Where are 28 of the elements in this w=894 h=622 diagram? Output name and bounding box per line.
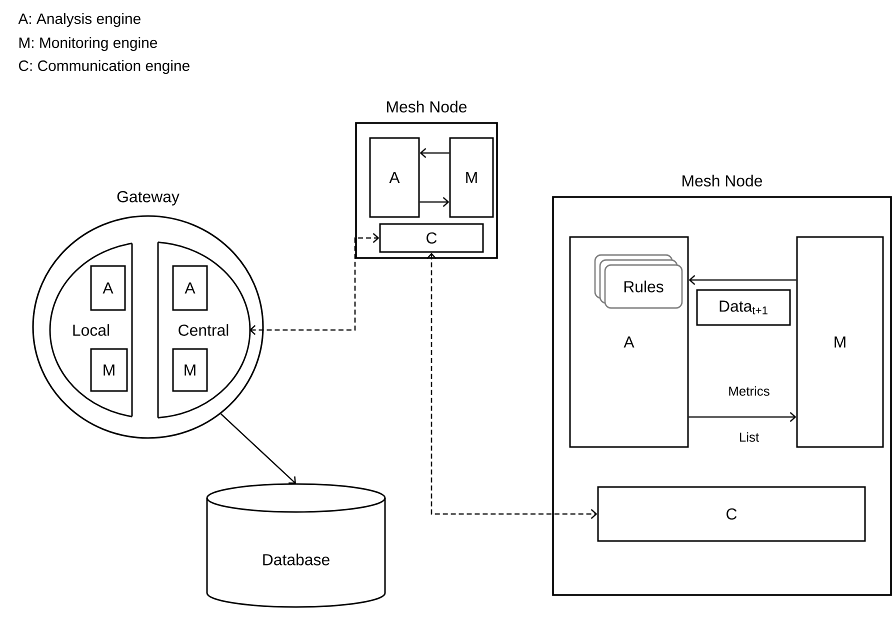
data-box: Data$_{t+1}$ xyxy=(696,289,791,326)
arrow-caption: Metrics xyxy=(729,386,770,396)
engine-box: M xyxy=(449,137,494,218)
node-label: Mesh Node xyxy=(682,174,762,186)
database-cylinder: Database xyxy=(206,483,386,608)
engine-box: A xyxy=(172,265,208,311)
arrow xyxy=(420,197,450,207)
engine-box: A xyxy=(369,137,420,218)
arrow xyxy=(688,412,796,422)
engine-box: C xyxy=(379,223,484,253)
arrow xyxy=(220,413,296,484)
node-label: Database xyxy=(263,554,330,566)
engine-box: A xyxy=(90,265,126,311)
dashed-arrow xyxy=(249,233,380,335)
dashed-arrow xyxy=(426,252,598,519)
key-text: M: Monitoring engine xyxy=(19,37,158,51)
node-label: Mesh Node xyxy=(387,100,467,112)
key-text: C: Communication engine xyxy=(18,60,190,74)
node-label: Gateway xyxy=(117,191,180,206)
engine-box: M xyxy=(172,348,208,392)
arrow xyxy=(688,275,796,285)
arrow xyxy=(420,148,450,158)
rules-card-stack: Rules xyxy=(594,254,683,309)
engine-box: M xyxy=(90,348,128,392)
key-text: A: Analysis engine xyxy=(18,13,140,27)
engine-box: C xyxy=(597,486,866,542)
engine-box: M xyxy=(796,236,884,448)
arrow-caption: List xyxy=(740,432,759,442)
